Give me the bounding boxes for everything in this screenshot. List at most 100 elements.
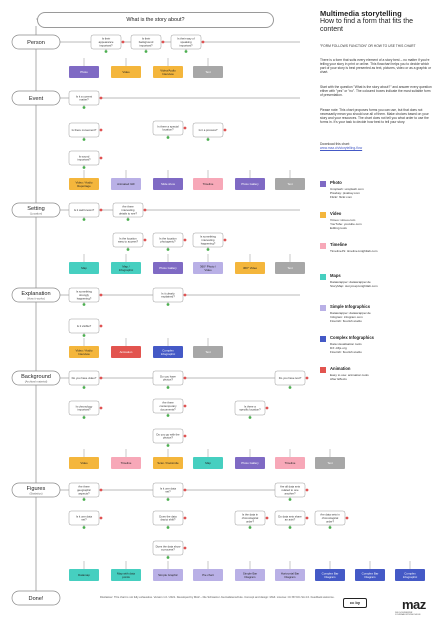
node-text: important? [99, 43, 113, 47]
legend-description: Data visualisation tools D3: d3js.org Fl… [330, 342, 362, 354]
node-text: Simple Graphic [158, 573, 178, 577]
yes-marker [126, 218, 130, 221]
node-text: Complex [404, 571, 416, 575]
node-text: points [122, 575, 130, 579]
yes-marker [82, 334, 86, 337]
yes-marker [166, 556, 170, 559]
no-marker [99, 376, 103, 380]
node-text: Is it a process? [199, 128, 218, 132]
node-text: photogenic? [160, 240, 176, 244]
node-text: Interview [162, 72, 174, 76]
output-box-photo [153, 262, 183, 274]
node-text: Are data sets in [320, 513, 340, 517]
node-text: Do you have text? [279, 376, 302, 380]
node-text: Are there [78, 485, 90, 489]
node-text: Video [80, 461, 88, 465]
license-badge: cc by [343, 598, 367, 608]
output-box-animation [111, 346, 141, 358]
yes-marker [248, 526, 252, 529]
yes-marker [288, 498, 292, 501]
no-marker [183, 546, 187, 550]
output-box-timeline [111, 457, 141, 469]
legend-description: Datawrapper: datawrapper.de StoryMap: st… [330, 280, 378, 288]
node-text: Do you go with the [156, 432, 180, 436]
yes-marker [82, 138, 86, 141]
node-text: Is the data in [242, 513, 258, 517]
output-box-text [275, 178, 305, 190]
node-text: Map / [122, 264, 129, 268]
node-text: photos? [163, 436, 173, 440]
section-label-event: Event [29, 96, 44, 102]
output-box-photo [235, 178, 265, 190]
output-box-simple [111, 178, 141, 190]
node-text: geographic [77, 488, 91, 492]
node-text: Is there a [244, 404, 256, 408]
node-text: Does the data show [156, 544, 182, 548]
legend-swatch [320, 243, 326, 249]
node-text: aspects? [78, 491, 90, 495]
no-marker [99, 488, 103, 492]
yes-marker [206, 248, 210, 251]
node-text: strongly [79, 293, 89, 297]
legend-name: Animation [330, 366, 351, 371]
node-text: Infographic [119, 268, 134, 272]
node-text: Map with data [117, 571, 135, 575]
output-box-text [193, 66, 223, 78]
section-pill-person [11, 34, 61, 50]
node-text: Text [287, 182, 292, 186]
chart-subtitle: How to find a form that fits the content [320, 18, 413, 33]
node-text: important? [139, 43, 153, 47]
output-box-photo [69, 66, 99, 78]
legend-description: Datawrapper: datawrapper.de Infogram: in… [330, 311, 371, 323]
node-text: Do you have [160, 374, 176, 378]
yes-marker [166, 444, 170, 447]
section-sublabel-explanation: (How it works) [27, 297, 45, 301]
no-marker [183, 376, 187, 380]
download-link[interactable]: www.maz.ch/storytelling-flow [320, 146, 363, 150]
no-marker [143, 208, 147, 212]
yes-marker [82, 416, 86, 419]
node-text: Timeline [121, 461, 132, 465]
output-box-video [235, 262, 265, 274]
node-text: Animated GIF [117, 182, 135, 186]
node-text: a process? [161, 548, 175, 552]
no-marker [265, 406, 269, 410]
node-text: Is it one data [76, 514, 92, 518]
no-marker [161, 40, 165, 44]
section-sublabel-setting: (Location) [30, 212, 43, 216]
maz-logo-subtitle: DIE SCHWEIZER JOURNALISTENSCHULE [395, 612, 421, 616]
no-marker [99, 406, 103, 410]
output-box-complex [315, 569, 345, 581]
section-sublabel-figures: (Statistics) [29, 492, 42, 496]
no-marker [183, 238, 187, 242]
node-text: Datamap [78, 573, 90, 577]
legend-description: Vimeo: vimeo.com YouTube: youtube.com Ed… [330, 218, 362, 230]
node-text: Is the location [119, 236, 137, 240]
no-marker [183, 126, 187, 130]
node-text: important? [179, 43, 193, 47]
node-text: photos? [163, 378, 173, 382]
node-text: contemporary [159, 404, 177, 408]
output-box-simple [275, 569, 305, 581]
node-text: Timeline [203, 182, 214, 186]
yes-marker [166, 136, 170, 139]
no-marker [183, 488, 187, 492]
node-text: Video/Audio [160, 68, 176, 72]
no-marker [99, 208, 103, 212]
section-pill-done [11, 590, 61, 606]
output-box-maps [69, 569, 99, 581]
node-text: Is it visible? [77, 324, 92, 328]
node-text: matter? [79, 98, 89, 102]
output-box-video [153, 66, 183, 78]
node-text: Text [327, 461, 332, 465]
no-marker [305, 516, 309, 520]
node-text: chronological [242, 516, 259, 520]
node-text: Is their [102, 37, 110, 41]
section-label-person: Person [27, 40, 45, 46]
node-text: Infographic [403, 575, 418, 579]
footer-disclaimer: Disclaimer: This chart is not fully exha… [100, 596, 335, 599]
